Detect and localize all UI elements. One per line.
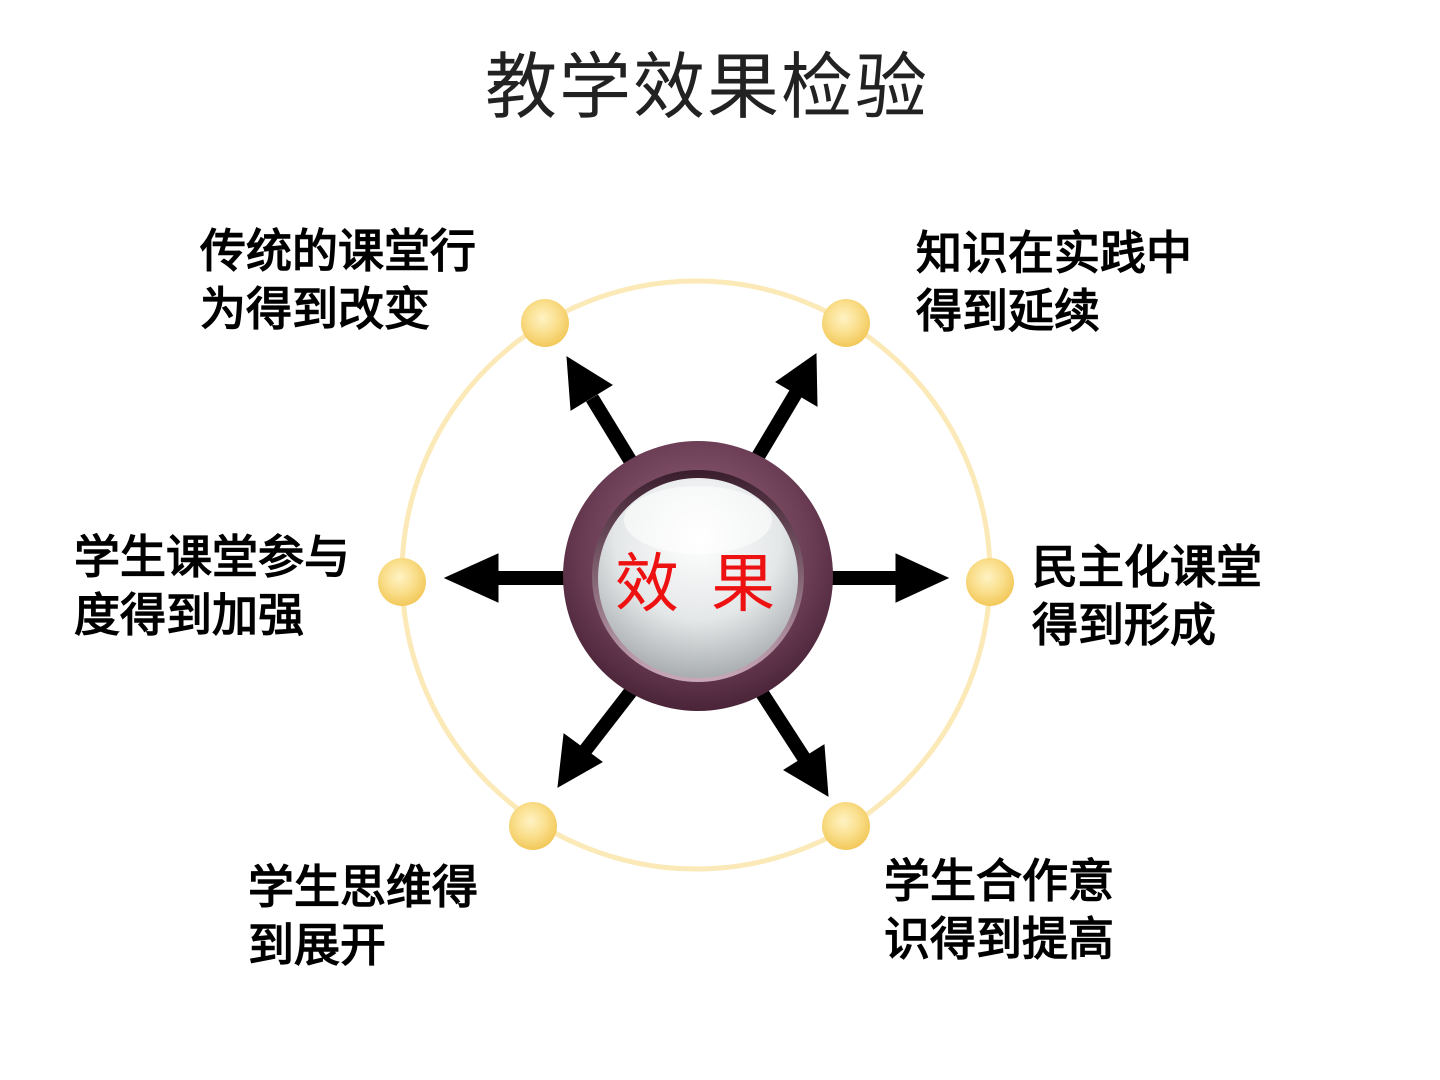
node-top-right [822, 299, 870, 347]
outcome-right: 民主化课堂 得到形成 [1032, 538, 1262, 654]
outcome-bottom-left: 学生思维得 到展开 [248, 858, 478, 974]
arrow-top-left [566, 356, 642, 474]
arrow-left [443, 553, 566, 603]
outcome-top-left: 传统的课堂行 为得到改变 [200, 222, 476, 338]
outcome-line: 到展开 [248, 918, 386, 972]
node-bottom-right [822, 802, 870, 850]
orbit-nodes [378, 299, 1014, 850]
outcome-line: 得到形成 [1032, 598, 1216, 652]
outcome-line: 知识在实践中 [916, 226, 1192, 280]
outcome-line: 传统的课堂行 [200, 224, 476, 278]
outcome-line: 民主化课堂 [1032, 540, 1262, 594]
arrow-bottom-left [557, 685, 638, 788]
outcome-line: 得到延续 [916, 284, 1100, 338]
center-hub [563, 441, 833, 711]
center-label: 效 果 [614, 548, 782, 622]
arrow-bottom-right [754, 686, 829, 797]
outcome-line: 学生合作意 [884, 854, 1114, 908]
arrows [443, 353, 950, 797]
outcome-bottom-right: 学生合作意 识得到提高 [884, 852, 1114, 968]
outcome-line: 学生课堂参与 [74, 530, 350, 584]
outcome-line: 学生思维得 [248, 860, 478, 914]
node-bottom-left [509, 802, 557, 850]
outcome-top-right: 知识在实践中 得到延续 [916, 224, 1192, 340]
page-title: 教学效果检验 [484, 45, 929, 129]
outcome-line: 识得到提高 [884, 912, 1114, 966]
node-right [966, 558, 1014, 606]
node-left [378, 558, 426, 606]
outcome-line: 为得到改变 [200, 282, 430, 336]
outcome-line: 度得到加强 [74, 588, 304, 642]
node-top-left [521, 299, 569, 347]
outcome-left: 学生课堂参与 度得到加强 [74, 528, 350, 644]
arrow-top-right [749, 353, 818, 464]
arrow-right [830, 553, 950, 603]
